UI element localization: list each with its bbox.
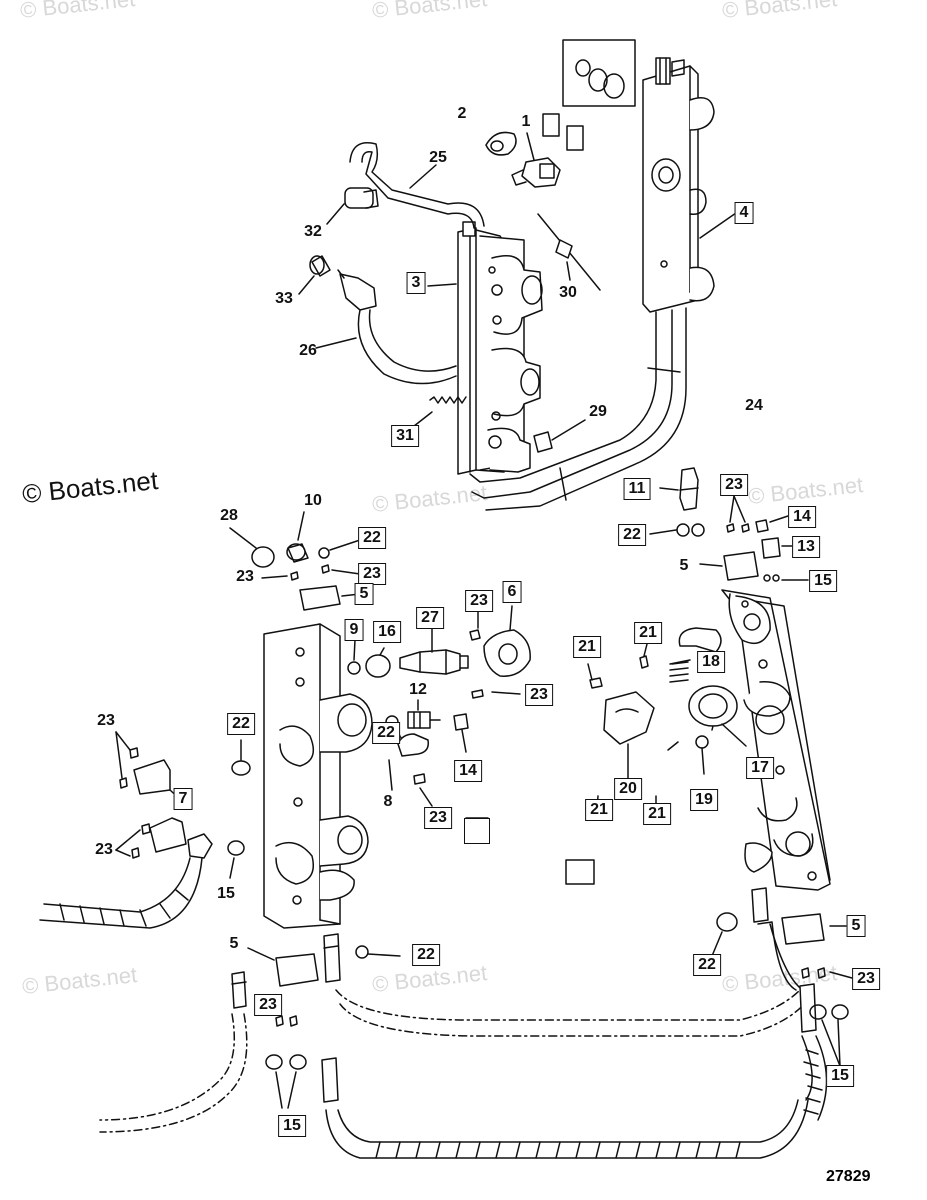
- callout-18: 18: [697, 651, 725, 673]
- callout-8: 8: [383, 793, 393, 810]
- cap-29: [533, 431, 553, 453]
- fuel-rail-right-lower: [721, 589, 831, 891]
- cable-tie: [537, 213, 601, 291]
- callout-15: 15: [217, 885, 235, 902]
- callout-14: 14: [454, 760, 482, 782]
- injector-27: [399, 649, 469, 675]
- callout-15: 15: [809, 570, 837, 592]
- callout-7: 7: [173, 788, 193, 810]
- elbow-fitting: [337, 269, 377, 311]
- callout-23: 23: [254, 994, 282, 1016]
- callout-14: 14: [788, 506, 816, 528]
- callout-13: 13: [792, 536, 820, 558]
- empty-reference-box: [464, 818, 490, 844]
- grommet: [485, 131, 517, 156]
- callout-24: 24: [745, 397, 763, 414]
- callout-2: 2: [457, 105, 467, 122]
- callout-3: 3: [406, 272, 426, 294]
- callout-17: 17: [746, 757, 774, 779]
- braided-hose-bottom: [321, 1057, 809, 1159]
- fuel-hose-u-right: [469, 307, 687, 511]
- fuel-rail-right-top: [642, 57, 737, 313]
- callout-1: 1: [521, 113, 531, 130]
- callout-23: 23: [97, 712, 115, 729]
- callout-5: 5: [229, 935, 239, 952]
- cap-fitting: [309, 255, 331, 277]
- callout-21: 21: [585, 799, 613, 821]
- pressure-sensor: [511, 157, 561, 188]
- callout-6: 6: [502, 581, 522, 603]
- callout-21: 21: [573, 636, 601, 658]
- callout-20: 20: [614, 778, 642, 800]
- callout-23: 23: [465, 590, 493, 612]
- washer: [251, 546, 275, 568]
- hose-clamp: [344, 187, 379, 209]
- callout-5: 5: [354, 583, 374, 605]
- callout-15: 15: [826, 1065, 854, 1087]
- callout-23: 23: [720, 474, 748, 496]
- callout-22: 22: [693, 954, 721, 976]
- bracket-8: [397, 733, 430, 757]
- cap-10: [286, 543, 309, 563]
- callout-29: 29: [589, 403, 607, 420]
- callout-26: 26: [299, 342, 317, 359]
- callout-21: 21: [634, 622, 662, 644]
- callout-23: 23: [358, 563, 386, 585]
- nut: [453, 713, 469, 731]
- callout-22: 22: [618, 524, 646, 546]
- fuel-rail-left-top: [427, 221, 543, 475]
- diaphragm-17: [688, 685, 738, 727]
- callout-9: 9: [344, 619, 364, 641]
- callout-5: 5: [679, 557, 689, 574]
- callout-11: 11: [623, 478, 651, 500]
- callout-12: 12: [409, 681, 427, 698]
- callout-23: 23: [95, 841, 113, 858]
- callout-27: 27: [416, 607, 444, 629]
- callout-22: 22: [358, 527, 386, 549]
- callout-33: 33: [275, 290, 293, 307]
- callout-22: 22: [372, 722, 400, 744]
- fuel-rail-left-lower: [263, 623, 373, 929]
- vapor-hose-25: [349, 142, 485, 229]
- braided-hose-left: [39, 833, 213, 929]
- hose-26: [315, 309, 457, 385]
- regulator-12: [407, 711, 441, 729]
- spring-18: [669, 661, 689, 683]
- callout-16: 16: [373, 621, 401, 643]
- callout-22: 22: [227, 713, 255, 735]
- regulator-cover-20: [603, 691, 655, 779]
- cover-plate-6: [469, 629, 531, 677]
- callout-22: 22: [412, 944, 440, 966]
- callout-32: 32: [304, 223, 322, 240]
- callout-23: 23: [236, 568, 254, 585]
- callout-23: 23: [424, 807, 452, 829]
- callout-5: 5: [846, 915, 866, 937]
- callout-21: 21: [643, 803, 671, 825]
- callout-31: 31: [391, 425, 419, 447]
- callout-30: 30: [559, 284, 577, 301]
- callout-28: 28: [220, 507, 238, 524]
- hose-fitting-11: [659, 467, 699, 511]
- spring: [429, 396, 467, 404]
- callout-10: 10: [304, 492, 322, 509]
- o-ring-kit: [562, 39, 636, 107]
- callout-25: 25: [429, 149, 447, 166]
- callout-4: 4: [734, 202, 754, 224]
- callout-23: 23: [525, 684, 553, 706]
- figure-number: 27829: [826, 1168, 871, 1185]
- callout-23: 23: [852, 968, 880, 990]
- callout-19: 19: [690, 789, 718, 811]
- callout-15: 15: [278, 1115, 306, 1137]
